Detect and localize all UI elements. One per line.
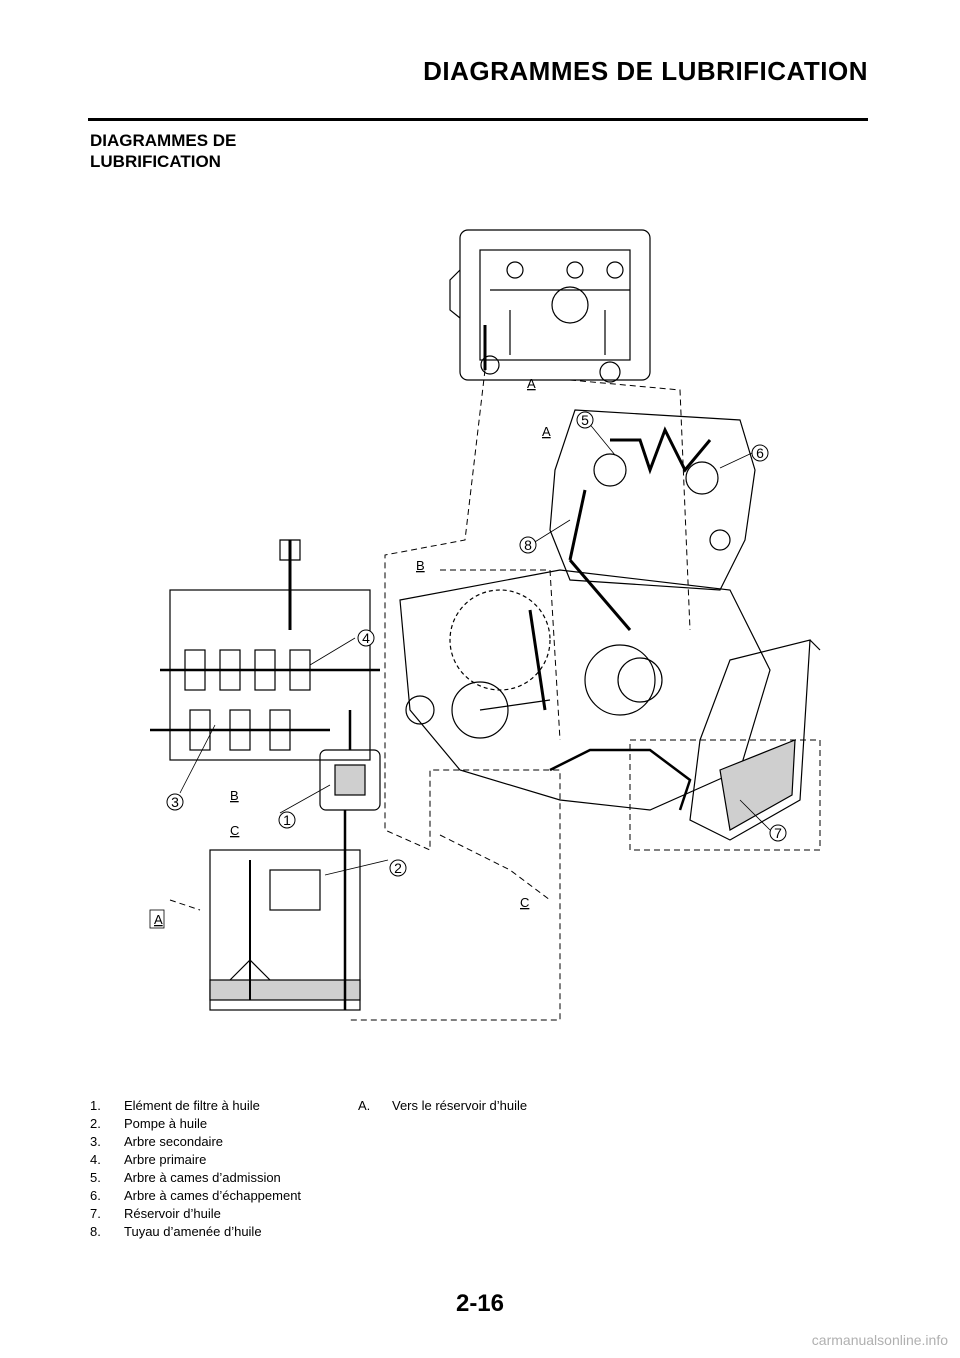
callout-8-label: 8	[524, 537, 532, 553]
oil-pump-drawing	[209, 810, 361, 1011]
legend-item: 3.Arbre secondaire	[90, 1134, 223, 1149]
marker-c-left: C	[230, 823, 239, 838]
legend-item: 5.Arbre à cames d’admission	[90, 1170, 281, 1185]
callout-7: 7	[769, 824, 787, 842]
transmission-drawing	[150, 539, 380, 761]
callout-5-label: 5	[581, 412, 589, 428]
legend-item: A.Vers le réservoir d’huile	[358, 1098, 528, 1113]
section-title-line-1: DIAGRAMMES DE	[90, 131, 237, 150]
page-number: 2-16	[455, 1290, 505, 1317]
legend-item: 8.Tuyau d’amenée d’huile	[90, 1224, 262, 1239]
legend-item: 7.Réservoir d’huile	[90, 1206, 221, 1221]
marker-b-right: B	[416, 558, 425, 573]
header-rule	[88, 118, 868, 121]
cylinder-drawing	[549, 409, 756, 631]
legend-item: 1.Elément de filtre à huile	[90, 1098, 260, 1113]
section-title: DIAGRAMMES DE LUBRIFICATION	[90, 130, 350, 172]
callout-1: 1	[278, 811, 296, 829]
callout-1-label: 1	[283, 812, 291, 828]
marker-a-top: A	[527, 376, 536, 391]
oil-filter-drawing	[319, 710, 381, 811]
crankcase-drawing	[399, 569, 771, 811]
callout-6-label: 6	[756, 445, 764, 461]
callout-4-label: 4	[362, 630, 370, 646]
callout-7-label: 7	[774, 825, 782, 841]
callout-6: 6	[751, 444, 769, 462]
header-title: DIAGRAMMES DE LUBRIFICATION	[423, 56, 868, 86]
section-title-line-2: LUBRIFICATION	[90, 152, 221, 171]
callout-4: 4	[357, 629, 375, 647]
callout-3: 3	[166, 793, 184, 811]
legend-item: 4.Arbre primaire	[90, 1152, 207, 1167]
marker-a-box	[149, 909, 165, 929]
callout-2-label: 2	[394, 860, 402, 876]
legend-item: 2.Pompe à huile	[90, 1116, 208, 1131]
cylinder-head-drawing	[449, 229, 651, 383]
marker-c-right: C	[520, 895, 529, 910]
marker-a-cylinder: A	[542, 424, 551, 439]
marker-b-left: B	[230, 788, 239, 803]
marker-a-boxed: A	[154, 912, 163, 927]
lubrication-diagram: 1 2 3 4 5 6 7 8 A A A B B C C	[149, 229, 821, 1021]
legend-numbered: 1.Elément de filtre à huile 2.Pompe à hu…	[90, 1097, 350, 1241]
legend-item: 6.Arbre à cames d’échappement	[90, 1188, 302, 1203]
watermark: carmanualsonline.info	[811, 1332, 948, 1348]
callout-8: 8	[519, 536, 537, 554]
legend-lettered: A.Vers le réservoir d’huile	[358, 1097, 618, 1115]
callout-2: 2	[389, 859, 407, 877]
callout-5: 5	[576, 411, 594, 429]
callout-3-label: 3	[171, 794, 179, 810]
